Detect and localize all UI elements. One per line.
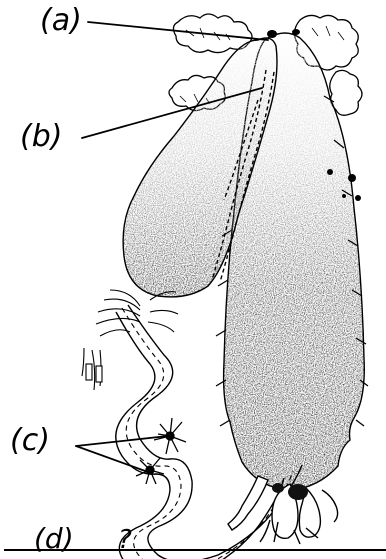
frayed-processes xyxy=(82,290,178,390)
label-c: (c) xyxy=(10,423,50,458)
leader-a xyxy=(88,22,268,40)
bushy-structure-upper xyxy=(154,418,186,454)
label-b: (b) xyxy=(20,119,62,154)
label-d: (d) xyxy=(34,522,74,555)
leader-c1 xyxy=(76,436,168,446)
leader-c2 xyxy=(76,446,148,472)
mouth-mark-2 xyxy=(292,29,300,35)
bushy-structure-lower xyxy=(136,458,164,484)
mouth-mark xyxy=(267,30,277,38)
label-d-note: ? xyxy=(118,525,132,555)
label-a: (a) xyxy=(40,3,82,38)
